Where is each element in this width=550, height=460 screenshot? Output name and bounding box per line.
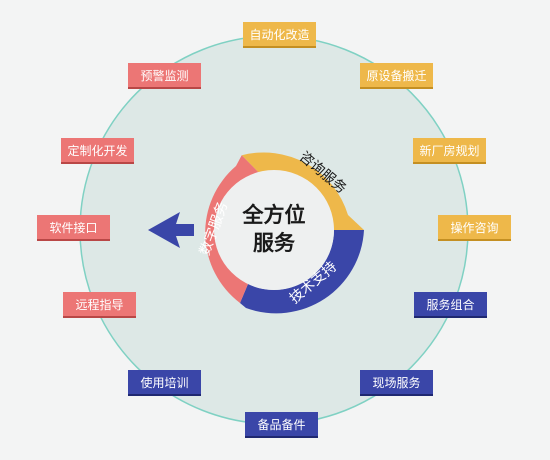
service-auto: 自动化改造 [243, 22, 316, 48]
left-arrow-icon [148, 212, 194, 248]
service-plant: 新厂房规划 [413, 138, 486, 164]
service-ops: 操作咨询 [438, 215, 511, 241]
ring-segment-tech [240, 230, 364, 314]
service-warning: 预警监测 [128, 63, 201, 89]
service-software: 软件接口 [37, 215, 110, 241]
center-disc [214, 170, 334, 290]
center-title-line1: 全方位 [242, 203, 306, 227]
center-title-line2: 服务 [253, 231, 296, 255]
service-combo: 服务组合 [414, 292, 487, 318]
service-training: 使用培训 [128, 370, 201, 396]
service-relocate: 原设备搬迁 [360, 63, 433, 89]
service-spares: 备品备件 [245, 412, 318, 438]
service-onsite: 现场服务 [360, 370, 433, 396]
service-remote: 远程指导 [63, 292, 136, 318]
ring-segment-digital [205, 155, 261, 303]
service-custom: 定制化开发 [61, 138, 134, 164]
